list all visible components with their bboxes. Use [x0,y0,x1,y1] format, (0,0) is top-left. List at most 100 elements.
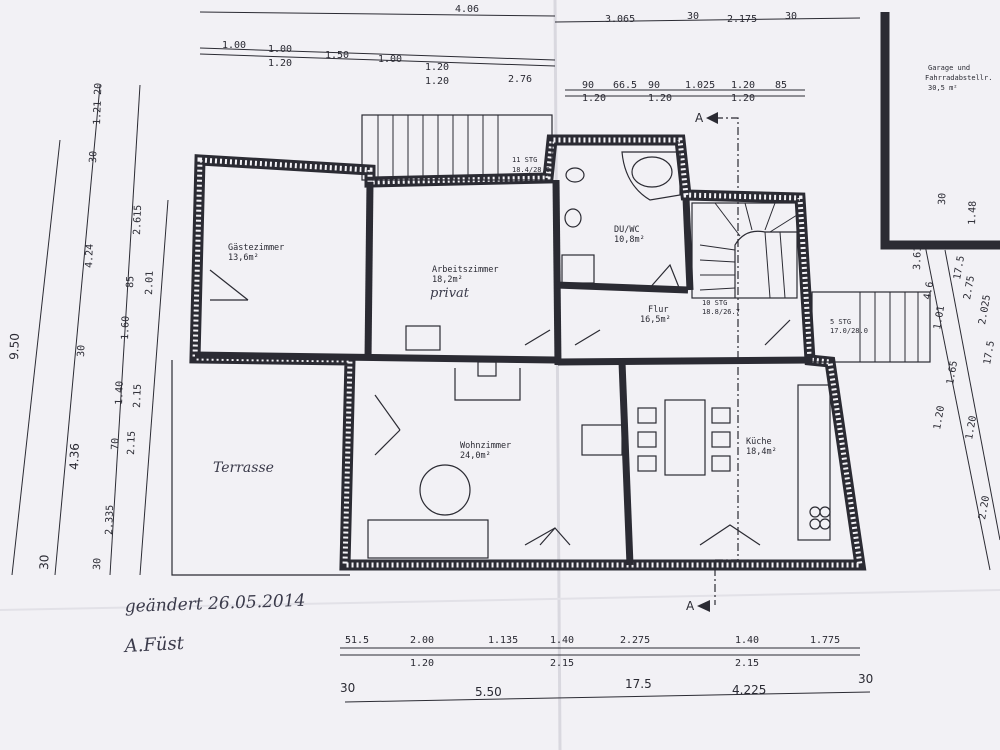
room-wohnzimmer-area: 24,0m² [460,451,491,461]
dim-left-30a: 30 [37,554,52,570]
left-dimensions: 9.50 30 1.21 4.24 4.36 30 20 30 30 1.40 … [7,83,169,576]
dim-left-30c: 30 [88,151,99,163]
garage-name-2: Fahrradabstellr. [925,74,992,82]
dim-bot-1-20: 1.20 [410,658,434,669]
dim-top-2a-6: 2.76 [508,74,532,85]
dim-left-4-24: 4.24 [84,244,96,268]
section-marker-bottom: A [686,599,695,613]
dim-top-2b-4: 1.20 [648,93,672,104]
dim-right-3-61: 3.61 [912,246,924,270]
dim-top-2a-10: 1.025 [685,80,715,91]
dim-top-2a-8: 66.5 [613,80,637,91]
room-dusche-area: 10,8m² [614,235,645,245]
section-marker-top: A [695,111,704,125]
wall-office-hall [552,179,562,366]
dim-right-2-20: 2.20 [977,495,992,521]
room-wohnzimmer-name: Wohnzimmer [460,441,511,451]
dim-right-1-20: 1.20 [964,415,979,441]
dim-right-4-6: 4.6 [922,281,936,301]
dim-bot-51-5: 51.5 [345,635,369,646]
dim-left-2-15b: 2.15 [126,431,138,455]
room-kueche-name: Küche [746,437,772,447]
room-kueche-area: 18,4m² [746,447,777,457]
room-flur-name: Flur [648,305,668,315]
room-terrasse-name: Terrasse [213,460,274,476]
dim-left-1-40: 1.40 [114,381,126,405]
dim-top-2a-1: 1.00 [222,40,246,51]
wall-bath-hall [555,281,689,294]
dim-left-30b: 30 [92,558,103,570]
dim-bot-1-775: 1.775 [810,635,840,646]
paper-fold [553,0,562,750]
office-stove [405,325,441,351]
outer-stairs-label: 5 STG [830,318,851,326]
dim-bot-1-135: 1.135 [488,635,518,646]
top-dimensions: 4.06 3.065 30 2.175 30 1.00 1.00 1.50 1.… [199,4,861,104]
sofa [367,519,489,559]
dim-left-2-335: 2.335 [104,505,116,535]
dim-right-2-75: 2.75 [962,275,977,301]
dim-left-1-21: 1.21 [92,101,104,125]
signature: A.Füst [122,633,185,657]
dim-top-4: 2.175 [727,14,757,25]
main-stairs-ratio: 18.4/28.0 [512,166,550,174]
dim-bot-2-275: 2.275 [620,635,650,646]
dim-top-2b-2: 1.20 [425,76,449,87]
dim-left-2-615: 2.615 [132,205,144,235]
section-line-a: A A [686,111,739,613]
wall-stair [682,197,694,291]
room-arbeitszimmer-name: Arbeitszimmer [432,265,499,275]
dim-top-1: 4.06 [455,4,479,15]
dim-bot-1-40b: 1.40 [735,635,759,646]
room-arbeitszimmer-area: 18,2m² [432,275,463,285]
dim-right-2-025: 2.025 [977,294,993,326]
outer-stairs-ratio: 17.0/28.0 [830,327,868,335]
dim-top-2b-5: 1.20 [731,93,755,104]
kitchen-fixtures [637,384,831,541]
round-table [419,464,471,516]
garage: Garage und Fahrradabstellr. 30,5 m² [880,12,1000,250]
garage-name-1: Garage und [928,64,970,72]
bathroom-sink [564,208,582,228]
building-walls [171,134,867,576]
inner-stairs-label: 10 STG [702,299,727,307]
dim-left-20: 20 [93,83,104,95]
inner-stairs-ratio: 18.8/26.7 [702,308,740,316]
right-dimensions: 30 1.48 17.5 2.025 17.5 1.01 1.65 1.20 2… [912,193,1000,571]
dim-top-2a-3: 1.50 [325,50,349,61]
dim-bot-5-50: 5.50 [475,685,502,699]
living-room-fixtures [367,361,623,559]
dim-left-4-36: 4.36 [67,443,82,470]
room-flur-area: 16,5m² [640,315,671,325]
door-swings [209,263,791,546]
dim-bot-17-5: 17.5 [625,677,652,691]
wall-living-kitchen [618,361,634,566]
dim-right-1-48: 1.48 [967,201,979,225]
dim-bot-2-15b: 2.15 [735,658,759,669]
dim-top-2b-1: 1.20 [268,58,292,69]
bathtub [621,151,681,201]
dim-left-1-60: 1.60 [120,316,132,340]
dim-top-3: 30 [687,11,699,22]
fireplace [454,368,521,401]
dim-top-2a-5: 1.20 [425,62,449,73]
dim-right-1-65: 1.65 [945,360,960,386]
dim-top-2a-11: 1.20 [731,80,755,91]
dim-top-2a-7: 90 [582,80,594,91]
room-arbeitszimmer-note: privat [430,286,470,301]
wall-hall-kitchen [557,356,813,366]
dim-top-2a-4: 1.00 [378,54,402,65]
room-dusche-name: DU/WC [614,225,640,235]
dim-left-85: 85 [125,276,136,288]
terrace-outline [171,360,350,576]
dim-right-17-5a: 17.5 [952,255,967,281]
dim-bot-30b: 30 [858,672,873,686]
dim-bot-4-225: 4.225 [732,683,766,697]
dim-left-9-50: 9.50 [7,333,22,360]
dim-bot-2-00: 2.00 [410,635,434,646]
dim-top-2a-9: 90 [648,80,660,91]
dim-left-30d: 30 [76,345,87,357]
dim-bot-2-15a: 2.15 [550,658,574,669]
side-table [581,424,623,456]
